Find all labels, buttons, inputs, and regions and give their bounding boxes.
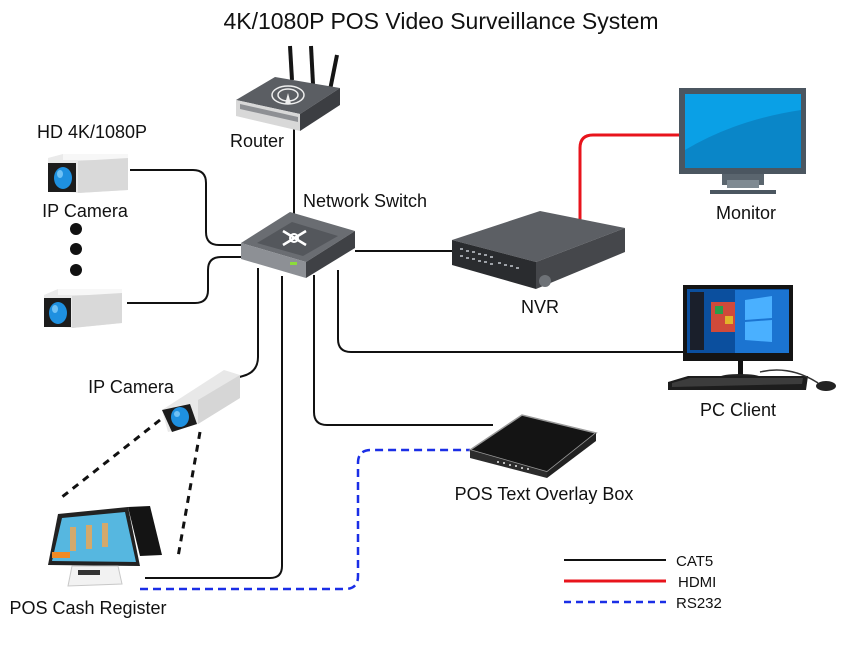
camera-view-line-right xyxy=(176,431,202,558)
cable-switch-overlay xyxy=(313,275,493,426)
cable-camera-bottom-switch xyxy=(127,256,245,304)
legend-label-cat5: CAT5 xyxy=(676,553,713,570)
pos-overlay-box[interactable]: POS Text Overlay Box xyxy=(455,414,634,504)
cash-register-label: POS Cash Register xyxy=(9,598,166,618)
ip-camera-icon xyxy=(162,370,240,432)
overlay-box-icon xyxy=(468,414,598,478)
legend-item-cat5: CAT5 xyxy=(564,553,713,570)
cable-switch-pc xyxy=(337,270,690,353)
camera-top-label-line2: IP Camera xyxy=(42,201,129,221)
pc-client[interactable]: PC Client xyxy=(668,285,836,420)
ip-camera-pos[interactable]: IP Camera xyxy=(88,370,240,432)
cable-switch-pos-camera xyxy=(235,268,259,379)
cable-switch-register xyxy=(145,276,283,579)
legend-label-hdmi: HDMI xyxy=(678,574,716,591)
overlay-box-label: POS Text Overlay Box xyxy=(455,484,634,504)
pc-client-label: PC Client xyxy=(700,400,776,420)
pos-terminal-icon xyxy=(48,506,162,587)
network-switch-icon xyxy=(241,212,355,278)
ip-camera-top[interactable]: HD 4K/1080P IP Camera xyxy=(37,122,147,221)
cable-register-overlay-rs232 xyxy=(140,448,470,591)
pos-cash-register[interactable]: POS Cash Register xyxy=(9,506,167,618)
ip-camera-icon xyxy=(44,289,122,328)
switch-label: Network Switch xyxy=(303,191,427,211)
cable-camera-top-switch xyxy=(130,169,245,246)
legend: CAT5 HDMI RS232 xyxy=(564,553,722,612)
diagram-title: 4K/1080P POS Video Surveillance System xyxy=(223,8,658,34)
legend-item-rs232: RS232 xyxy=(564,595,722,612)
router-label: Router xyxy=(230,131,284,151)
monitor-label: Monitor xyxy=(716,203,776,223)
router-icon xyxy=(236,45,340,131)
ip-camera-bottom[interactable] xyxy=(44,289,122,328)
vertical-ellipsis-icon xyxy=(70,223,82,276)
camera-top-label-line1: HD 4K/1080P xyxy=(37,122,147,142)
nvr-icon xyxy=(452,211,625,289)
desktop-computer-icon xyxy=(668,285,836,391)
camera-view-line-left xyxy=(61,418,161,499)
nvr-label: NVR xyxy=(521,297,559,317)
pos-camera-label: IP Camera xyxy=(88,377,175,397)
cable-nvr-monitor xyxy=(578,133,680,226)
cables xyxy=(61,128,690,591)
legend-label-rs232: RS232 xyxy=(676,595,722,612)
monitor-icon xyxy=(679,88,806,194)
legend-item-hdmi: HDMI xyxy=(564,574,716,591)
monitor[interactable]: Monitor xyxy=(679,88,806,223)
nvr[interactable]: NVR xyxy=(452,211,625,317)
ip-camera-icon xyxy=(48,154,128,193)
network-switch[interactable]: Network Switch xyxy=(241,191,427,278)
router[interactable]: Router xyxy=(230,45,340,151)
